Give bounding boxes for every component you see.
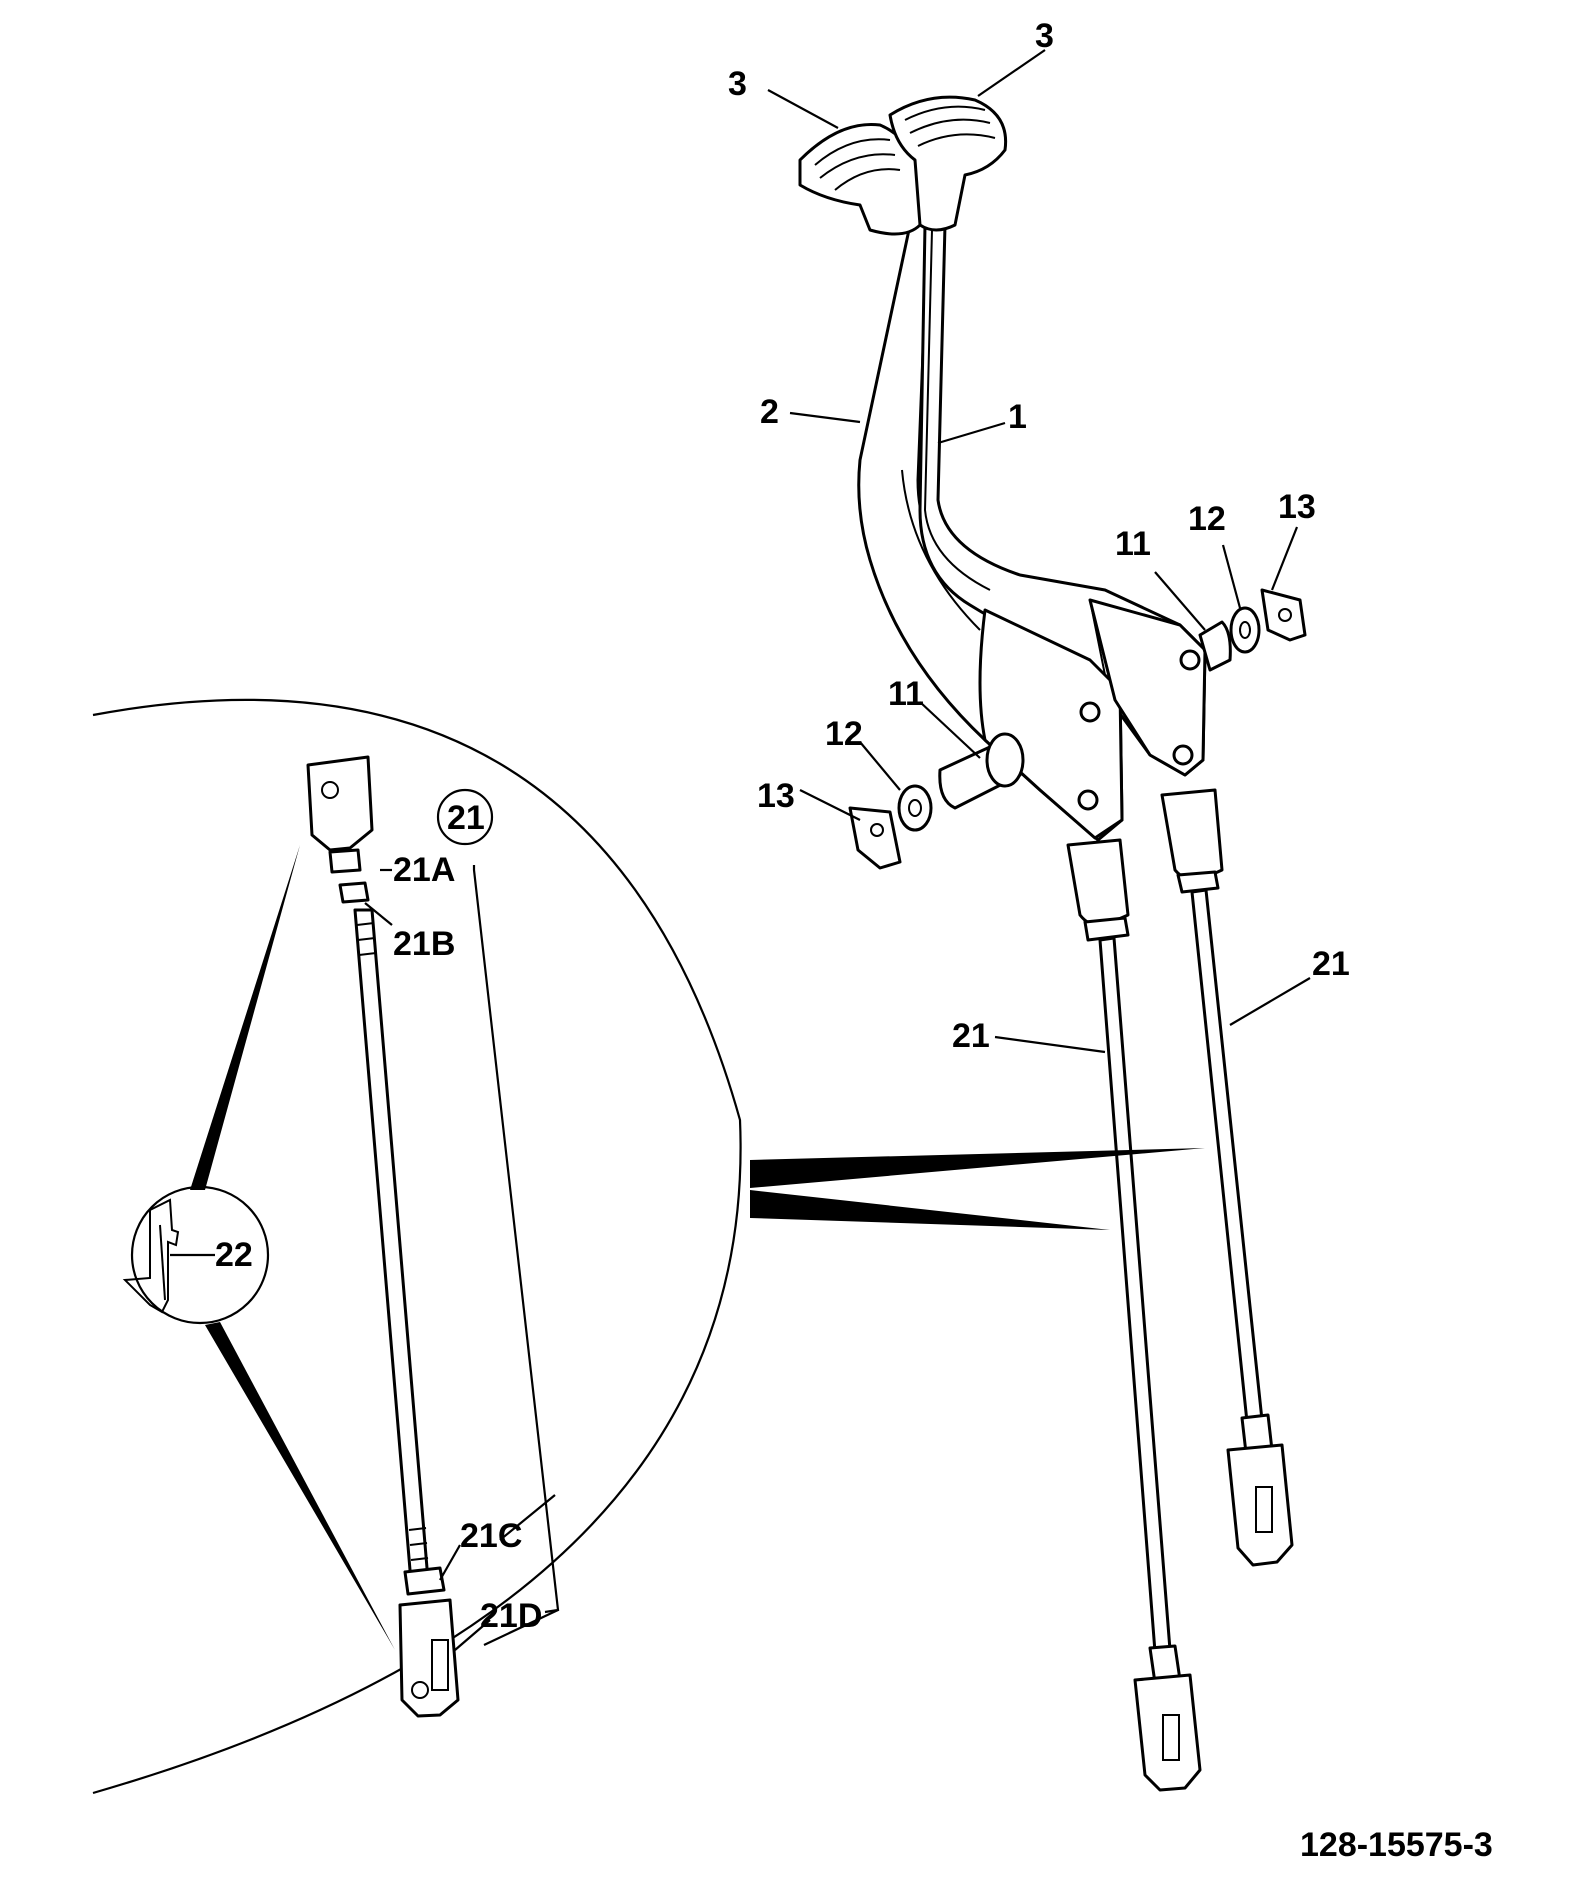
- callout-21-detail: 21: [447, 799, 485, 837]
- leader-lines: [170, 49, 1311, 1651]
- callout-21-left-rod: 21: [952, 1017, 990, 1055]
- rod-right: [1160, 788, 1294, 1567]
- clip-left: [848, 806, 902, 870]
- callout-21A: 21A: [393, 851, 455, 889]
- clip-right: [1260, 588, 1307, 642]
- callout-21D: 21D: [480, 1597, 542, 1635]
- callout-3-right: 3: [1035, 17, 1054, 55]
- callout-21-right-rod: 21: [1312, 945, 1350, 983]
- detail-rod-assembly: [306, 755, 460, 1718]
- callout-12-left: 12: [825, 715, 863, 753]
- callout-12-right: 12: [1188, 500, 1226, 538]
- washer-right: [1229, 606, 1261, 654]
- washer-left: [897, 784, 933, 832]
- callout-21B: 21B: [393, 925, 455, 963]
- spring-clip: [122, 1198, 180, 1314]
- callout-2: 2: [760, 393, 779, 431]
- callout-21C: 21C: [460, 1517, 522, 1555]
- callout-13-left: 13: [757, 777, 795, 815]
- callout-22: 22: [215, 1236, 253, 1274]
- pedal-pad-right: [888, 95, 1008, 232]
- callout-1: 1: [1008, 398, 1027, 436]
- reference-code: 128-15575-3: [1300, 1826, 1493, 1864]
- callout-3-left: 3: [728, 65, 747, 103]
- callout-13-right: 13: [1278, 488, 1316, 526]
- assembly-bracket: [472, 865, 560, 1614]
- pivot-pin-right: [1198, 620, 1232, 672]
- callout-11-left: 11: [888, 675, 924, 713]
- callout-21-circle: [436, 788, 494, 846]
- pointer-wedge-bottom: [750, 1190, 1110, 1230]
- mount-plate-right: [1088, 598, 1207, 777]
- mount-plate-left: [978, 608, 1124, 840]
- rod-left: [1066, 838, 1202, 1792]
- callout-11-right: 11: [1115, 525, 1151, 563]
- pointer-wedge-top: [750, 1148, 1205, 1188]
